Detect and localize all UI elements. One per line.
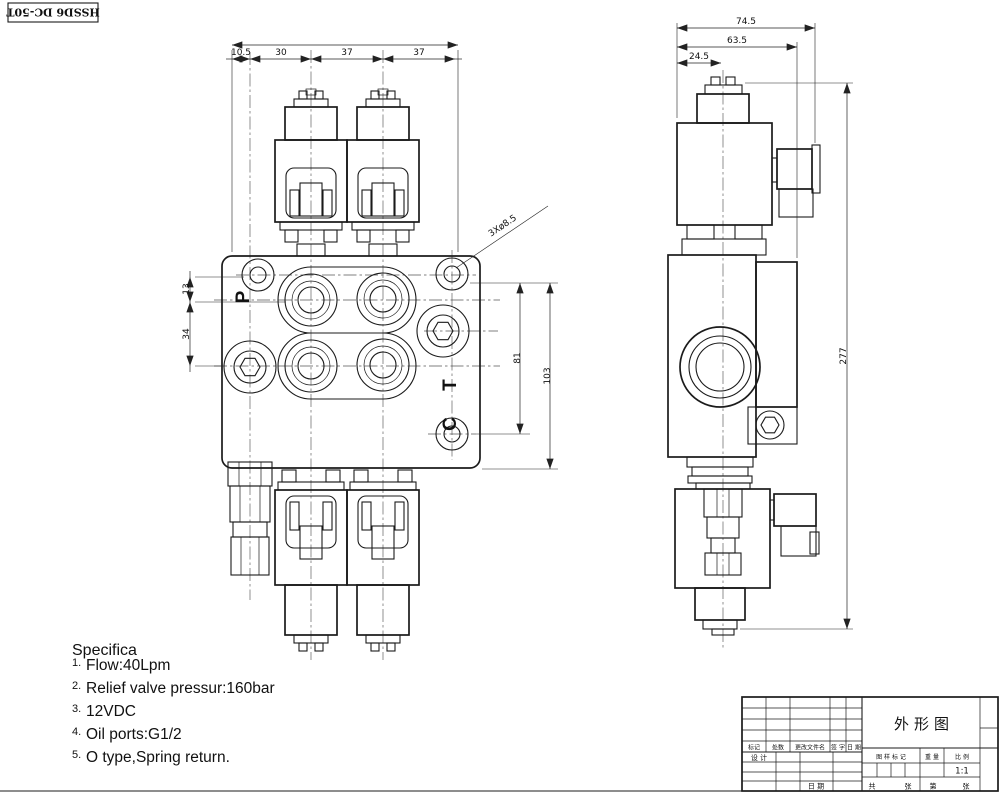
hex-plugs-front	[233, 314, 460, 384]
front-view: P T C 10.5	[182, 41, 558, 660]
tb-sheet-gong: 共	[869, 782, 876, 791]
dim-81: 81	[513, 352, 523, 363]
tb-sheet-di: 第	[930, 782, 937, 791]
tb-date-label: 日 期	[808, 783, 824, 791]
spec-item-5: O type,Spring return.	[86, 749, 230, 766]
tb-header-count: 处数	[772, 744, 784, 752]
tb-sheet-zhang2: 张	[963, 782, 970, 791]
dim-37b: 37	[413, 48, 424, 58]
front-dimensions: 10.5 30 37 37 13 34 81 103 3Xø8.5	[182, 41, 558, 470]
tb-scale-label: 比 例	[955, 753, 969, 761]
port-label-p: P	[233, 290, 254, 303]
tb-header-sign: 签 字	[831, 744, 845, 752]
spec-num-1: 1.	[72, 657, 81, 669]
spec-item-1: Flow:40Lpm	[86, 657, 170, 674]
tb-sheet-zhang1: 张	[905, 782, 912, 791]
spec-title: Specifica	[72, 642, 137, 659]
port-label-t: T	[440, 379, 461, 391]
title-block: 标记 处数 更改文件名 签 字 日 期 设 计 日 期 外形图 图 样 标 记 …	[741, 696, 999, 792]
specifications: Specifica 1. Flow:40Lpm 2. Relief valve …	[72, 642, 275, 766]
tb-design: 设 计	[751, 753, 767, 762]
dim-24-5: 24.5	[689, 52, 709, 62]
spec-item-4: Oil ports:G1/2	[86, 726, 182, 743]
dim-277: 277	[839, 347, 849, 364]
work-ports	[284, 272, 410, 393]
tb-weight: 重 量	[925, 753, 939, 761]
dim-13: 13	[182, 283, 192, 294]
model-label: HSSD6 DC-50T	[5, 6, 99, 19]
spec-num-4: 4.	[72, 726, 81, 738]
tb-drawing-mark: 图 样 标 记	[876, 753, 906, 761]
dim-37a: 37	[341, 48, 352, 58]
spec-num-5: 5.	[72, 749, 81, 761]
dim-30: 30	[275, 48, 287, 58]
spec-num-3: 3.	[72, 703, 81, 715]
dim-34: 34	[182, 328, 192, 340]
tb-scale-value: 1:1	[955, 767, 969, 777]
mounting-holes	[241, 257, 469, 451]
spec-num-2: 2.	[72, 680, 81, 692]
dim-74-5: 74.5	[736, 17, 756, 27]
tb-header-mark: 标记	[748, 744, 760, 752]
side-coil-top	[676, 122, 773, 226]
tb-header-date: 日 期	[847, 744, 861, 752]
dim-holes-note: 3Xø8.5	[487, 213, 519, 239]
tb-header-file: 更改文件名	[795, 744, 825, 752]
port-label-c: C	[440, 417, 461, 431]
valve-body-front	[221, 255, 481, 469]
drawing-title: 外形图	[894, 715, 954, 733]
dim-63-5: 63.5	[727, 36, 747, 46]
dim-10-5: 10.5	[231, 48, 251, 58]
model-label-box: HSSD6 DC-50T	[5, 2, 100, 23]
relief-valve-adjuster	[227, 461, 273, 576]
spec-item-3: 12VDC	[86, 703, 136, 720]
side-dimensions: 74.5 63.5 24.5 277	[676, 17, 853, 630]
dim-103: 103	[543, 367, 553, 384]
side-view: 74.5 63.5 24.5 277	[667, 17, 853, 648]
spec-item-2: Relief valve pressur:160bar	[86, 680, 275, 697]
